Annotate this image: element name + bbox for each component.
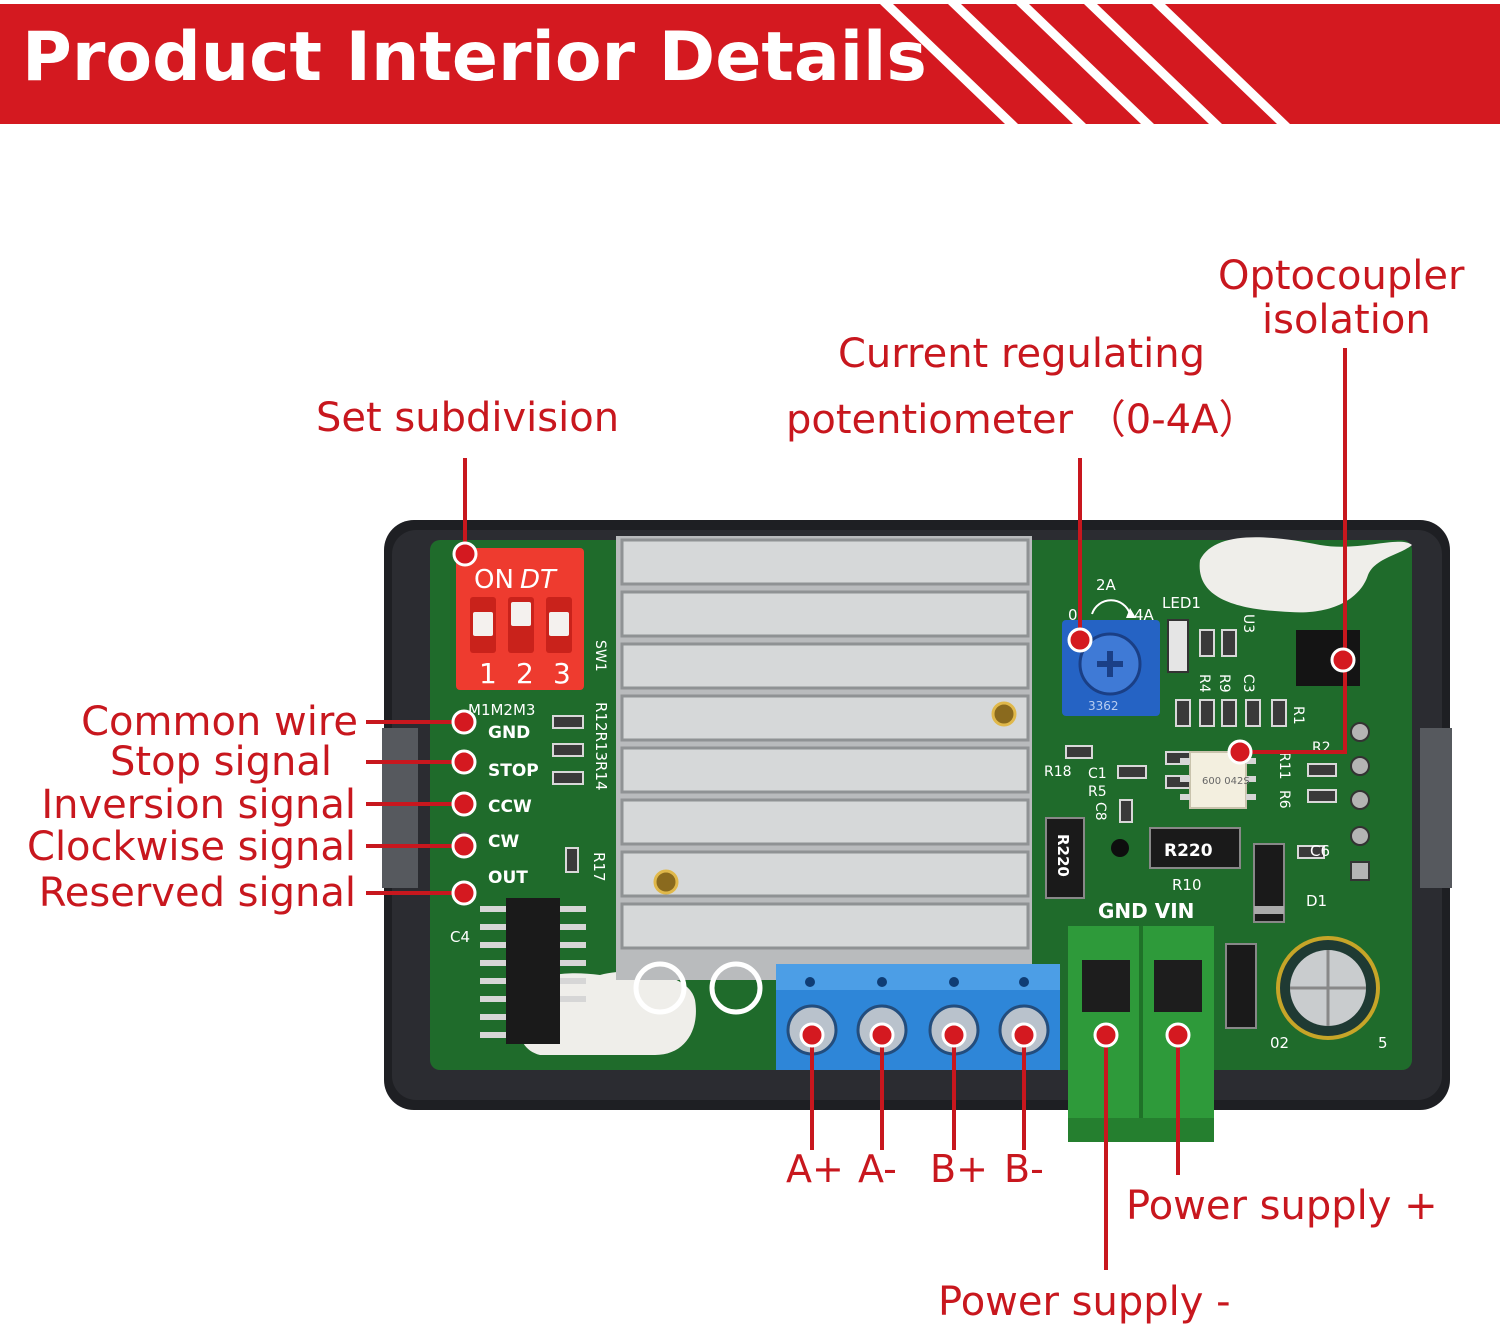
r17-label: R17 xyxy=(590,852,608,882)
gnd-vin-label: GND VIN xyxy=(1098,899,1194,923)
c6-label: C6 xyxy=(1310,842,1330,860)
led1-label: LED1 xyxy=(1162,594,1201,612)
pin-stop-label: STOP xyxy=(488,761,539,781)
optocoupler-label-line2: isolation xyxy=(1262,297,1431,343)
pin-a-minus-label: A- xyxy=(858,1147,897,1191)
cap-02-label: 02 xyxy=(1270,1034,1289,1052)
dip-num-3: 3 xyxy=(553,657,571,690)
set-subdivision-label: Set subdivision xyxy=(316,395,620,441)
page-title: Product Interior Details xyxy=(22,18,927,97)
opto-code-label: 600 042S xyxy=(1202,776,1250,787)
resistor-group-label: R12R13R14 xyxy=(592,702,610,791)
pot-2a-label: 2A xyxy=(1096,576,1117,594)
c1-label: C1 xyxy=(1088,766,1107,782)
r11-label: R11 xyxy=(1276,752,1292,780)
u3-label: U3 xyxy=(1240,614,1256,633)
current-pot-label-line2: potentiometer （0-4A） xyxy=(786,397,1259,443)
dip-on-label: ON xyxy=(474,565,514,595)
pot-code-label: 3362 xyxy=(1088,699,1119,713)
dip-num-1: 1 xyxy=(479,657,497,690)
r220-horizontal-label: R220 xyxy=(1164,841,1213,861)
r220-vertical-label: R220 xyxy=(1054,834,1072,877)
power-supply-minus-label: Power supply - xyxy=(938,1279,1231,1325)
c3-label: C3 xyxy=(1240,674,1256,693)
pin-ccw-label: CCW xyxy=(488,797,532,817)
r6-label: R6 xyxy=(1276,790,1292,809)
dip-brand-label: DT xyxy=(520,565,558,595)
common-wire-label: Common wire xyxy=(81,699,358,745)
pin-b-minus-label: B- xyxy=(1004,1147,1044,1191)
cap-5-label: 5 xyxy=(1378,1034,1388,1052)
r1-label: R1 xyxy=(1290,706,1306,725)
r18-label: R18 xyxy=(1044,764,1072,780)
pot-4a-label: 4A xyxy=(1134,606,1155,624)
pot-0-label: 0 xyxy=(1068,606,1078,624)
c8-label: C8 xyxy=(1092,802,1108,821)
pin-a-plus-label: A+ xyxy=(786,1147,844,1191)
clockwise-signal-label: Clockwise signal xyxy=(27,824,356,870)
r5-label: R5 xyxy=(1088,784,1107,800)
pin-cw-label: CW xyxy=(488,832,519,852)
header-banner xyxy=(0,4,1500,124)
current-pot-label-line1: Current regulating xyxy=(838,331,1206,377)
optocoupler-label-line1: Optocoupler xyxy=(1218,253,1465,299)
d1-label: D1 xyxy=(1306,892,1327,910)
pin-gnd-label: GND xyxy=(488,723,530,743)
inversion-signal-label: Inversion signal xyxy=(41,782,356,828)
stop-signal-label: Stop signal xyxy=(110,739,332,785)
r10-label: R10 xyxy=(1172,876,1202,894)
dip-num-2: 2 xyxy=(516,657,534,690)
c4-label: C4 xyxy=(450,928,470,946)
r9-label: R9 xyxy=(1216,674,1232,693)
reserved-signal-label: Reserved signal xyxy=(38,870,356,916)
r4-label: R4 xyxy=(1196,674,1212,693)
sw1-label: SW1 xyxy=(592,640,608,672)
pin-out-label: OUT xyxy=(488,868,528,888)
dip-modes-label: M1M2M3 xyxy=(468,701,535,719)
pin-b-plus-label: B+ xyxy=(930,1147,988,1191)
power-supply-plus-label: Power supply + xyxy=(1126,1183,1438,1229)
